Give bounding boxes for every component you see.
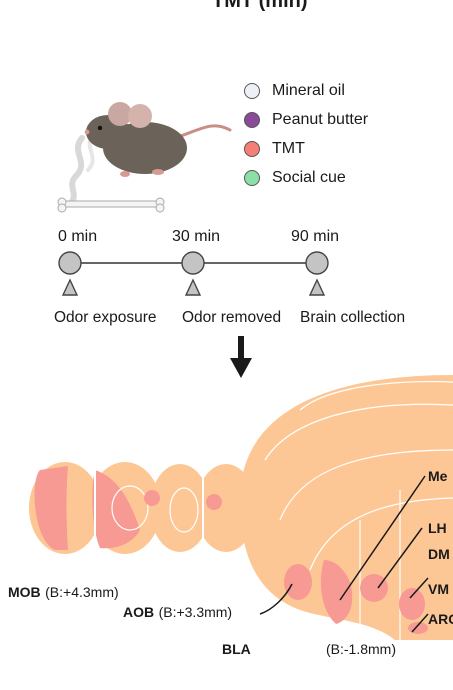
bla-hypothalamus-section — [240, 375, 453, 640]
hypothalamus-coord: (B:-1.8mm) — [326, 641, 396, 657]
me-label: Me — [428, 468, 448, 484]
dm-label: DM — [428, 546, 450, 562]
mob-name: MOB — [8, 584, 41, 600]
legend-label: TMT — [272, 139, 305, 157]
timeline-track — [58, 251, 329, 296]
region-leader-lines — [259, 475, 429, 633]
mob-section — [29, 462, 161, 554]
mouse-tail — [173, 124, 232, 140]
mouse-illustration — [57, 102, 232, 213]
cropped-header-text: TMT (min) — [212, 0, 308, 12]
legend-label: Social cue — [272, 168, 346, 186]
aob-coord: (B:+3.3mm) — [158, 604, 233, 620]
legend-item-social-cue: Social cue — [244, 163, 368, 192]
aob-label: AOB (B:+3.3mm) — [123, 604, 232, 622]
timepoint-marker-0 — [58, 251, 82, 296]
legend-label: Mineral oil — [272, 81, 345, 99]
stage-brain-collection: Brain collection — [300, 309, 406, 326]
legend-item-tmt: TMT — [244, 134, 368, 163]
brain-sections — [29, 375, 453, 640]
stage-odor-exposure: Odor exposure — [54, 309, 157, 326]
aob-section — [144, 464, 256, 552]
vm-label: VM — [428, 581, 449, 597]
odor-legend: Mineral oil Peanut butter TMT Social cue — [244, 76, 368, 192]
arc-label: ARC — [428, 611, 453, 627]
timepoint-90-label: 90 min — [291, 228, 340, 245]
legend-dot-peanut-butter — [244, 111, 260, 128]
legend-label: Peanut butter — [272, 110, 369, 128]
mob-label: MOB (B:+4.3mm) — [8, 584, 119, 602]
bla-label: BLA — [222, 641, 251, 657]
mob-coord: (B:+4.3mm) — [45, 584, 119, 600]
legend-item-mineral-oil: Mineral oil — [244, 76, 368, 105]
legend-item-peanut-butter: Peanut butter — [244, 105, 368, 134]
timepoint-30-label: 30 min — [172, 228, 221, 245]
lh-label: LH — [428, 520, 447, 536]
legend-dot-tmt — [244, 140, 260, 157]
legend-dot-social-cue — [244, 169, 260, 186]
stage-odor-removed: Odor removed — [182, 309, 282, 326]
down-arrow-icon — [230, 336, 252, 378]
timepoint-marker-30 — [181, 251, 205, 296]
timepoint-0-label: 0 min — [58, 228, 98, 245]
aob-name: AOB — [123, 604, 155, 620]
odor-smoke-icon — [67, 135, 85, 207]
timepoint-marker-90 — [305, 251, 329, 296]
mouse-ear — [108, 102, 132, 126]
legend-dot-mineral-oil — [244, 82, 260, 99]
